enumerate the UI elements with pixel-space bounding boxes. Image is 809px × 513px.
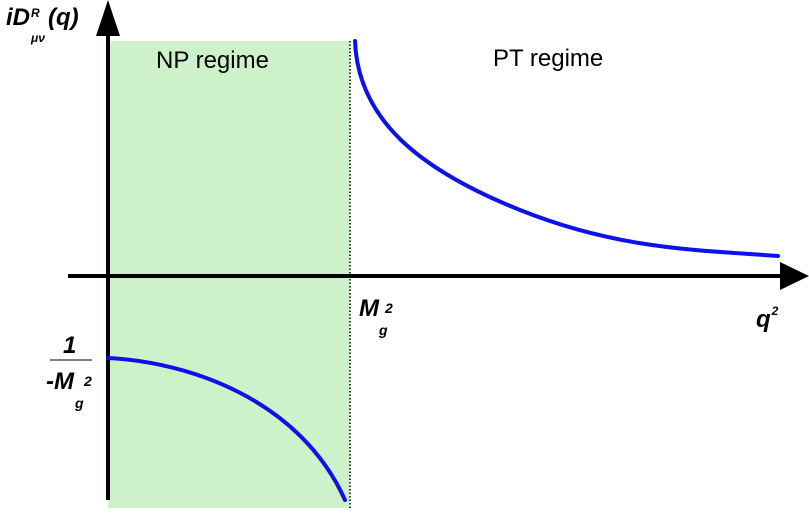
- pt-regime-curve: [353, 39, 780, 258]
- intercept-denominator-sup: 2: [83, 373, 92, 389]
- y-axis-label-sup: R: [31, 6, 40, 20]
- y-axis-label-sub: μν: [31, 31, 45, 45]
- threshold-label-base: M: [359, 295, 379, 322]
- y-axis-arrowhead: [96, 0, 120, 36]
- y-axis-label-base: iD: [6, 4, 30, 31]
- intercept-denominator-base: -M: [46, 368, 74, 395]
- pt-regime-label: PT regime: [493, 45, 604, 72]
- threshold-label-sup: 2: [385, 300, 393, 316]
- y-axis-label: iD R μν (q): [6, 4, 79, 45]
- intercept-denominator: -M 2 g: [46, 368, 92, 411]
- threshold-label: M 2 g: [359, 295, 395, 338]
- x-axis-label: q2: [756, 304, 779, 334]
- np-regime-label: NP regime: [156, 47, 269, 74]
- intercept-denominator-sub: g: [74, 395, 84, 411]
- x-axis-arrowhead: [780, 262, 809, 290]
- x-axis-label-base: q: [756, 306, 771, 333]
- intercept-numerator: 1: [63, 332, 77, 359]
- y-axis-label-tail: (q): [48, 4, 79, 31]
- x-axis-label-sup: 2: [771, 304, 779, 318]
- np-regime-curve: [106, 356, 347, 502]
- threshold-label-sub: g: [379, 322, 388, 338]
